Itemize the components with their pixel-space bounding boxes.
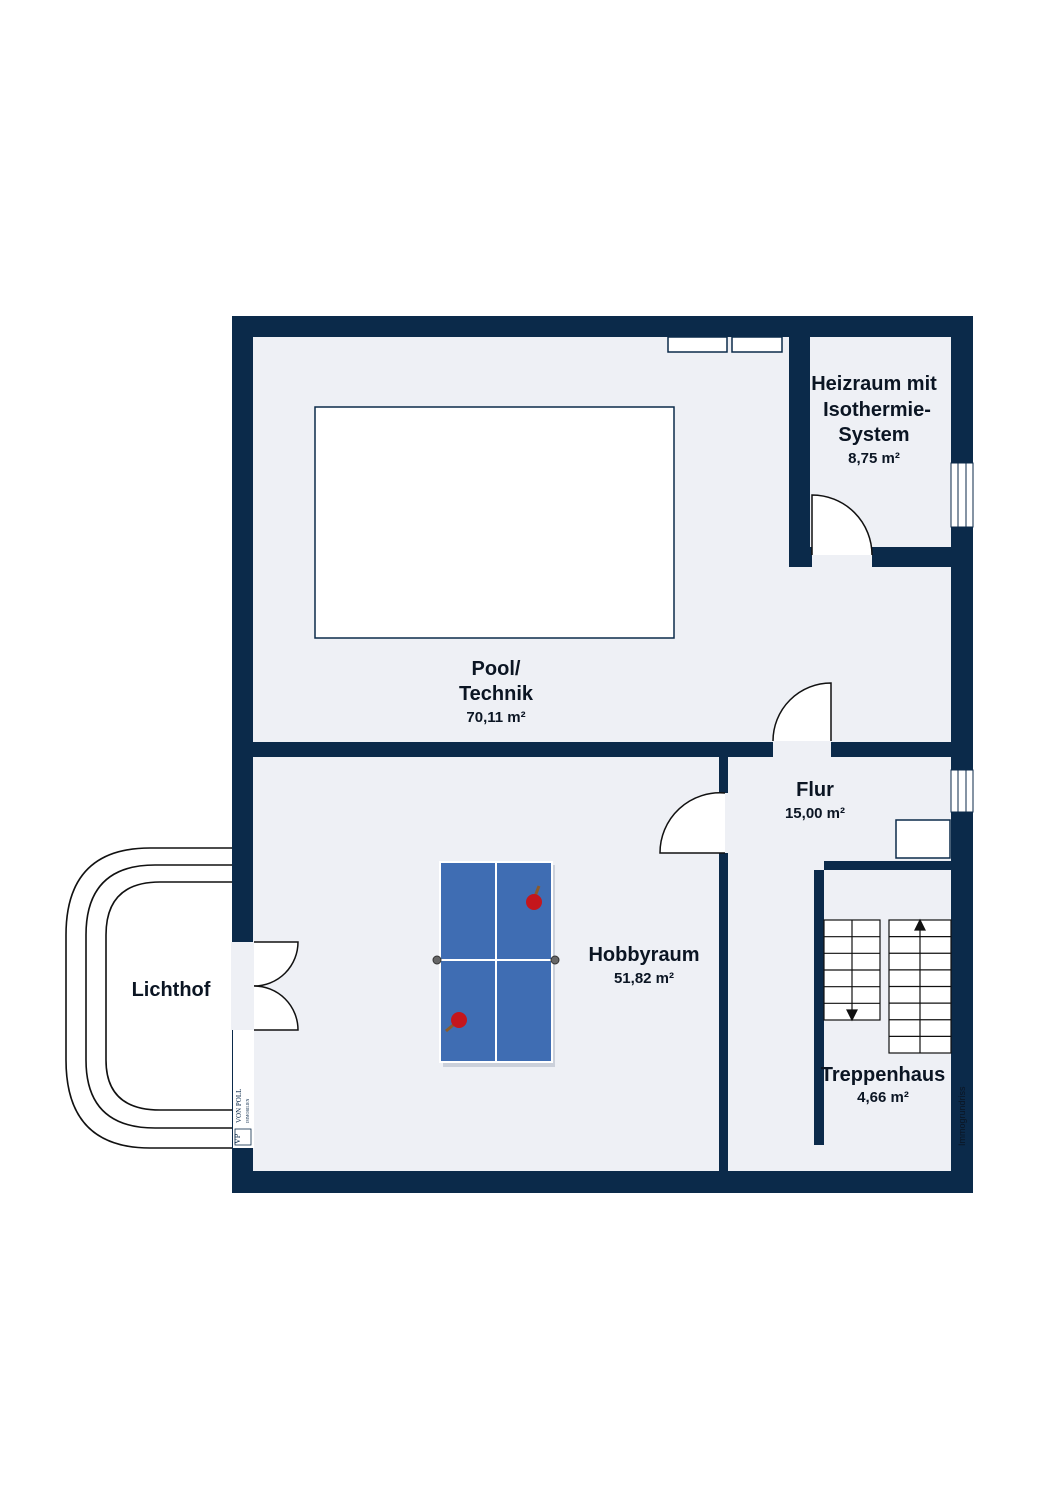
flur-floor-b	[728, 861, 814, 1171]
fixtures	[314, 336, 951, 859]
treppenhaus-area: 4,66 m²	[857, 1089, 909, 1106]
von-poll-logo: VON POLL IMMOBILIEN VP	[233, 1030, 254, 1148]
window-flur	[950, 769, 974, 813]
hobbyraum-label: Hobbyraum	[588, 944, 699, 966]
windows	[950, 462, 974, 813]
door-lichthof-right	[253, 985, 299, 1031]
pool-area: 70,11 m²	[466, 709, 525, 726]
treppenhaus-floor-b	[814, 1145, 824, 1171]
logo-sub: IMMOBILIEN	[245, 1098, 250, 1123]
table-tennis-table	[432, 861, 560, 1067]
door-swings	[253, 494, 873, 1031]
heizraum-label-line1: Heizraum mit	[811, 373, 937, 395]
door-hobbyraum-flur	[659, 792, 726, 854]
heizraum-label-line2: Isothermie-	[823, 399, 931, 421]
flur-label: Flur	[796, 779, 834, 801]
labels: Pool/ Technik 70,11 m² Heizraum mit Isot…	[132, 373, 967, 1146]
credit-text: Immogrundriss	[957, 1086, 967, 1146]
lichthof-light-well	[65, 847, 235, 1149]
heizraum-area: 8,75 m²	[848, 450, 900, 467]
heizraum-label-line3: System	[838, 424, 909, 446]
paddle-1	[526, 885, 542, 910]
door-heizraum	[811, 494, 873, 556]
door-lichthof-left	[253, 941, 299, 987]
logo-brand: VON POLL	[235, 1089, 243, 1123]
flur-area: 15,00 m²	[785, 805, 845, 822]
logo-monogram: VP	[233, 1133, 242, 1144]
staircase	[823, 918, 952, 1054]
cabinet-flur	[895, 819, 951, 859]
treppenhaus-label: Treppenhaus	[821, 1064, 945, 1086]
unit-2	[731, 336, 783, 353]
hobbyraum-area: 51,82 m²	[614, 970, 674, 987]
window-heizraum	[950, 462, 974, 528]
unit-1	[667, 336, 728, 353]
pool-basin	[314, 406, 675, 639]
paddle-2	[445, 1012, 467, 1033]
pool-label-line2: Technik	[459, 683, 534, 705]
pool-label-line1: Pool/	[472, 658, 521, 680]
door-pool-flur	[772, 682, 832, 742]
lichthof-label: Lichthof	[132, 979, 211, 1001]
